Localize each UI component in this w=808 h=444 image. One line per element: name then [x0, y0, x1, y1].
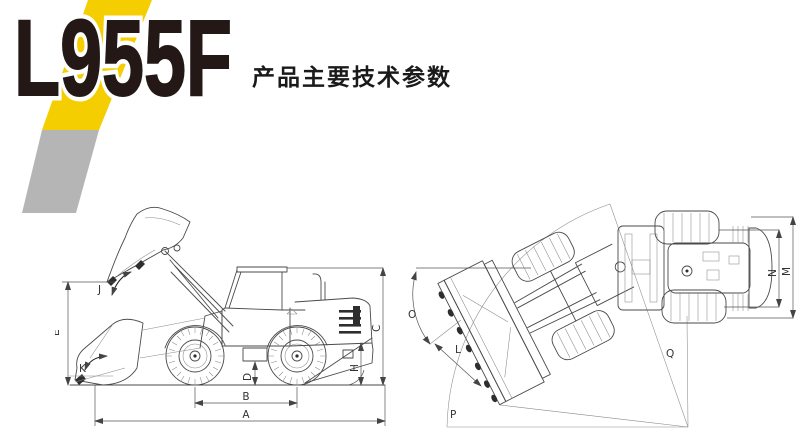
rear-unit [617, 210, 773, 324]
front-wheel [165, 326, 225, 386]
dim-label-n: N [767, 269, 779, 277]
dim-label-c: C [371, 325, 383, 332]
model-title: L955F [14, 0, 232, 118]
yellow-stripe [42, 0, 152, 130]
hood-grille [339, 306, 361, 334]
turning-circle [446, 203, 689, 428]
dim-label-q: Q [666, 348, 674, 360]
gray-stripe [22, 130, 99, 213]
dim-label-h: H [349, 364, 361, 372]
dim-label-j: J [97, 284, 101, 296]
dim-label-k: K [79, 363, 87, 375]
page-subtitle: 产品主要技术参数 [252, 64, 452, 90]
rollback-angle-arc [84, 353, 108, 371]
articulation-angle [410, 267, 531, 345]
dim-label-m: M [781, 267, 793, 276]
dim-label-e: E [55, 329, 62, 336]
dimension-lines-top [434, 216, 796, 387]
raised-boom-bucket [106, 206, 234, 333]
dim-label-o: O [408, 309, 416, 321]
dim-label-b: B [242, 391, 249, 403]
lowered-bucket [69, 317, 206, 386]
dim-label-l: L [455, 344, 461, 356]
top-view-drawing: O L P Q N M [408, 203, 796, 428]
header-banner: L955F L955F [9, 0, 238, 213]
dim-label-p: P [450, 409, 456, 421]
dimension-lines-side [62, 267, 386, 426]
dim-label-a: A [242, 409, 250, 421]
dump-angle-arc [111, 271, 132, 296]
dim-label-d: D [242, 373, 254, 381]
front-unit [437, 231, 635, 406]
model-title-halo: L955F [14, 0, 232, 118]
rear-wheel [267, 326, 327, 386]
side-view-drawing: J E K D B A H C [55, 206, 386, 426]
